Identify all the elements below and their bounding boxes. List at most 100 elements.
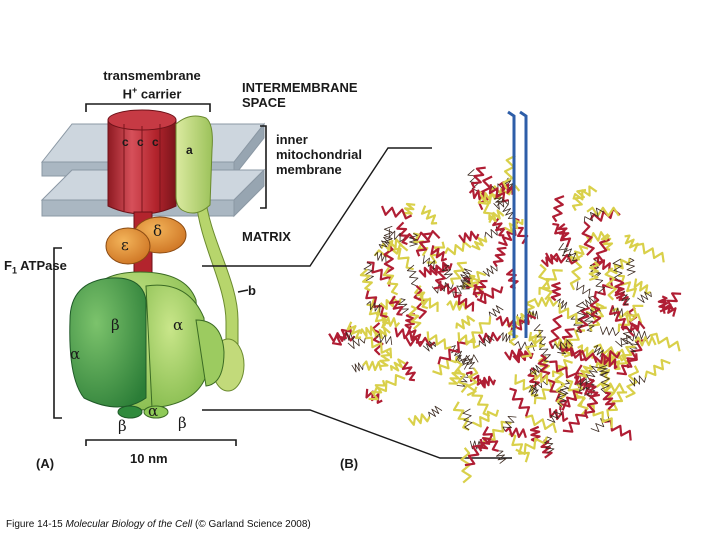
ribbon-strand xyxy=(599,326,620,336)
ribbon-strand xyxy=(593,277,620,299)
ribbon-strand xyxy=(660,299,677,317)
ribbon-strand xyxy=(575,301,586,323)
ribbon-strand xyxy=(416,293,439,312)
beta-bottom-left-label: β xyxy=(118,417,127,435)
ribbon-strand xyxy=(492,246,507,268)
ribbon-strand xyxy=(492,217,506,237)
ribbon-strand xyxy=(418,264,439,278)
ribbon-strand xyxy=(430,245,448,262)
ribbon-strand xyxy=(533,323,546,346)
ribbon-strand xyxy=(569,245,589,263)
ribbon-strand xyxy=(552,195,565,223)
ribbon-strand xyxy=(544,436,555,454)
ribbon-strand xyxy=(413,284,427,320)
ribbon-strand xyxy=(537,354,551,380)
ribbon-strand xyxy=(454,359,469,393)
ribbon-strand xyxy=(545,252,578,265)
scale-bar-label: 10 nm xyxy=(130,451,168,466)
ribbon-strand xyxy=(426,331,452,350)
ribbon-strand xyxy=(565,379,585,407)
ribbon-strand xyxy=(488,209,505,223)
ribbon-strand xyxy=(368,379,386,401)
ribbon-strand xyxy=(378,350,391,368)
ribbon-strand xyxy=(533,296,558,308)
ribbon-strand xyxy=(529,364,543,376)
ribbon-strand xyxy=(455,354,479,365)
beta-bottom-right-label: β xyxy=(178,414,187,432)
ribbon-strand xyxy=(378,236,392,249)
ribbon-strand xyxy=(374,326,391,340)
ribbon-strand xyxy=(403,230,441,243)
ribbon-strand xyxy=(382,266,399,296)
ribbon-strand xyxy=(401,361,416,382)
ribbon-strand xyxy=(554,372,567,408)
ribbon-strand xyxy=(477,331,502,344)
ribbon-strand xyxy=(506,318,519,347)
ribbon-strand xyxy=(644,358,671,378)
central-blue-helix xyxy=(507,110,516,338)
ribbon-strand xyxy=(464,438,484,467)
ribbon-strand xyxy=(504,218,524,234)
ribbon-strand xyxy=(428,405,443,417)
ribbon-strand xyxy=(476,286,504,305)
ribbon-strand xyxy=(637,291,652,303)
intermembrane-space-label: INTERMEMBRANE SPACE xyxy=(242,80,358,110)
c-subunit-label-2: c xyxy=(137,135,144,149)
ribbon-strand xyxy=(470,166,486,189)
ribbon-strand xyxy=(455,315,476,330)
ribbon-strand xyxy=(364,336,393,359)
ribbon-strand xyxy=(570,312,583,333)
ribbon-strand xyxy=(586,365,600,380)
ribbon-strand xyxy=(527,310,539,320)
ribbon-strand xyxy=(558,303,583,325)
ribbon-strand xyxy=(388,228,405,242)
a-subunit-label: a xyxy=(186,143,193,157)
ribbon-strand xyxy=(420,205,438,225)
ribbon-strand xyxy=(593,344,604,358)
ribbon-strand xyxy=(389,295,404,316)
ribbon-strand xyxy=(366,303,387,329)
ribbon-strand xyxy=(624,234,639,252)
ribbon-strand xyxy=(502,416,517,432)
ribbon-strand xyxy=(380,238,403,252)
ribbon-strand xyxy=(528,331,545,348)
ribbon-strand xyxy=(346,321,362,340)
ribbon-strand xyxy=(452,279,470,298)
ribbon-strand xyxy=(576,281,594,298)
ribbon-strand xyxy=(347,337,366,349)
ribbon-strand xyxy=(559,341,588,362)
ribbon-strand xyxy=(380,205,413,220)
delta-label: δ xyxy=(153,222,163,240)
ribbon-strand xyxy=(608,305,629,330)
ribbon-strand xyxy=(593,270,606,294)
ribbon-strand xyxy=(593,343,627,360)
ribbon-strand xyxy=(484,226,503,239)
ribbon-strand xyxy=(458,230,480,243)
ribbon-strand xyxy=(444,240,472,256)
ribbon-strand xyxy=(625,257,636,276)
ribbon-strand xyxy=(593,256,611,273)
ribbon-strand xyxy=(618,274,637,298)
ribbon-structure xyxy=(328,110,682,484)
ribbon-strand xyxy=(328,331,356,343)
ribbon-strand xyxy=(409,233,418,247)
ribbon-strand xyxy=(606,391,628,417)
ribbon-strand xyxy=(514,374,539,397)
ribbon-strand xyxy=(521,329,542,358)
ribbon-strand xyxy=(612,258,623,281)
ribbon-strand xyxy=(625,365,639,399)
ribbon-strand xyxy=(563,244,578,262)
ribbon-strand xyxy=(595,382,625,393)
ribbon-strand xyxy=(481,187,514,204)
ribbon-strand xyxy=(614,287,629,306)
ribbon-strand xyxy=(478,375,497,388)
alpha-left-label: α xyxy=(70,345,81,363)
ribbon-strand xyxy=(359,325,377,338)
ribbon-strand xyxy=(603,355,620,370)
ribbon-strand xyxy=(586,206,620,217)
ribbon-strand xyxy=(530,370,549,384)
ribbon-strand xyxy=(616,345,636,370)
ribbon-strand xyxy=(366,301,381,313)
ribbon-strand xyxy=(342,331,355,341)
epsilon-label: ε xyxy=(121,236,129,254)
